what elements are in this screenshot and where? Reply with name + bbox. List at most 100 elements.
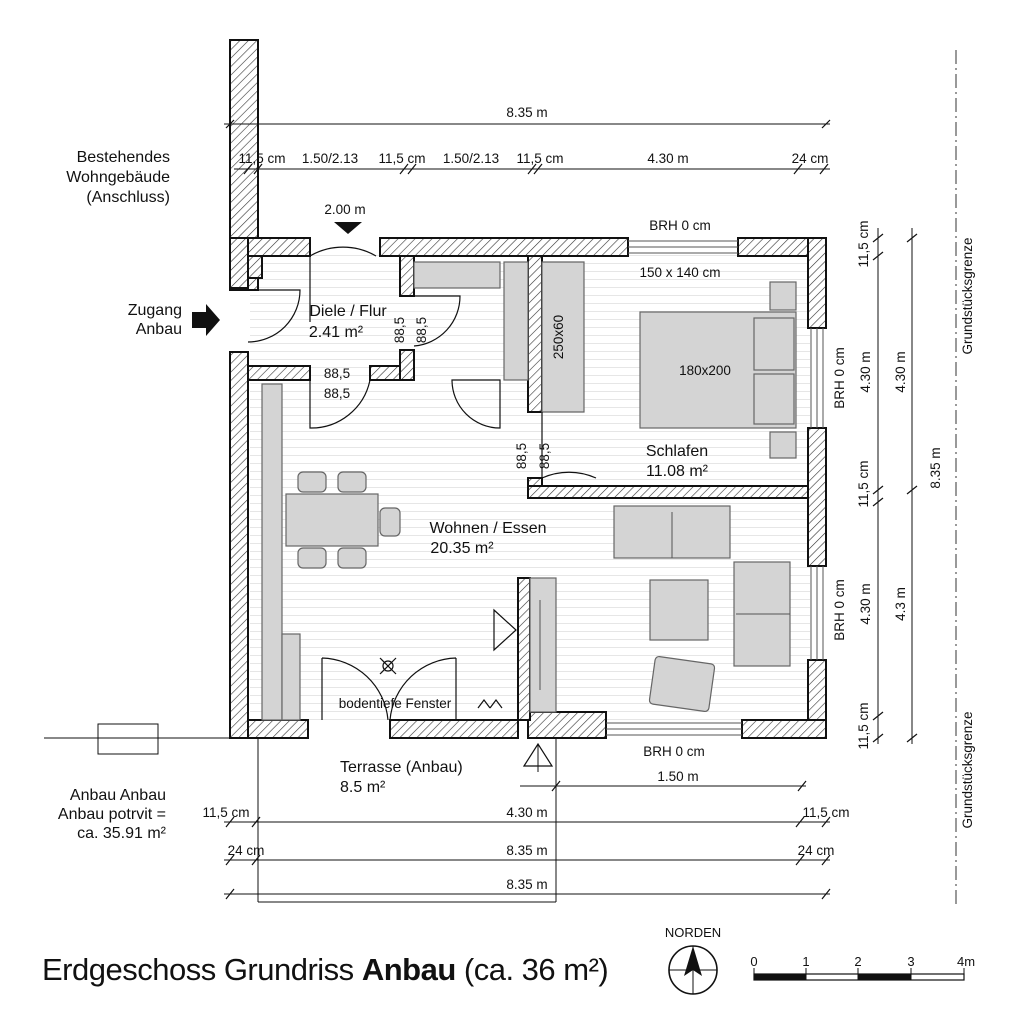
dim-bottom-2a: 24 cm (228, 843, 265, 858)
dim-bottom-2b: 8.35 m (506, 843, 547, 858)
room-diele-area: 2.41 m² (309, 324, 364, 341)
room-terrasse-name: Terrasse (Anbau) (340, 759, 463, 776)
title-part-3: (ca. 36 m²) (463, 952, 609, 987)
dim-top-total: 8.35 m (506, 105, 547, 120)
room-schlafen-name: Schlafen (646, 443, 708, 460)
door-marker-icon (334, 222, 362, 234)
title-part-1: Erdgeschoss Grundriss (42, 952, 354, 987)
hall-cabinet-2 (503, 261, 529, 381)
title-part-2: Anbau (361, 952, 456, 987)
brh-bottom: BRH 0 cm (643, 744, 705, 759)
floor-window-label: bodentiefe Fenster (339, 696, 452, 711)
dim-bottom-1b: 4.30 m (506, 805, 547, 820)
hall-cabinet (413, 261, 501, 289)
kitchen-counter-end (281, 633, 301, 721)
dim-top-seg-5: 11,5 cm (516, 151, 563, 166)
brh-top: BRH 0 cm (649, 218, 711, 233)
bed-pillow-1 (753, 317, 795, 371)
dim-right-inner-3: 11,5 cm (856, 460, 871, 507)
wardrobe-size: 250x60 (551, 315, 566, 359)
page-title: Erdgeschoss Grundriss Anbau (ca. 36 m²) (42, 952, 609, 988)
dim-right-inner-1: 11,5 cm (856, 220, 871, 267)
scale-bar: 0 1 2 3 4m (750, 954, 975, 981)
dim-right-inner-4: 4.30 m (858, 583, 873, 624)
room-terrasse-area: 8.5 m² (340, 779, 386, 796)
bed-pillow-2 (753, 373, 795, 425)
room-wohnen-name: Wohnen / Essen (429, 520, 546, 537)
door-marker-label: 2.00 m (324, 202, 365, 217)
dim-right-mid-1: 4.30 m (893, 351, 908, 392)
window-right-bedroom (810, 328, 824, 428)
existing-label-line-2: Wohngebäude (66, 169, 170, 186)
dining-table (285, 493, 379, 547)
entrance-arrow-icon (192, 304, 220, 336)
door-width-6: 88,5 (537, 443, 552, 469)
brh-right-1: BRH 0 cm (832, 347, 847, 409)
dim-right-total: 8.35 m (928, 447, 943, 488)
summary-line-3: ca. 35.91 m² (77, 825, 167, 842)
dim-top-seg-3: 11,5 cm (378, 151, 425, 166)
property-label-2: Grundstücksgrenze (960, 711, 975, 828)
dim-bottom-1c: 11,5 cm (802, 805, 849, 820)
bedside-table-top (769, 281, 797, 311)
door-width-3: 88,5 (324, 366, 350, 381)
scale-4: 4m (957, 954, 975, 969)
dim-bottom-1a: 11,5 cm (202, 805, 249, 820)
dim-top-seg-1: 11,5 cm (238, 151, 285, 166)
property-label-1: Grundstücksgrenze (960, 237, 975, 354)
boundary-left (44, 723, 230, 755)
room-wohnen-area: 20.35 m² (430, 540, 494, 557)
scale-3: 3 (907, 954, 914, 969)
dim-top-seg-6: 4.30 m (647, 151, 688, 166)
brh-right-2: BRH 0 cm (832, 579, 847, 641)
chair-1 (297, 471, 327, 493)
existing-label-line-1: Bestehendes (77, 149, 170, 166)
summary-line-1: Anbau Anbau (70, 787, 166, 804)
door-width-2: 88,5 (414, 317, 429, 343)
bed-size: 180x200 (679, 363, 731, 378)
door-width-5: 88,5 (514, 443, 529, 469)
window-size-top: 150 x 140 cm (639, 265, 720, 280)
scale-1: 1 (802, 954, 809, 969)
scale-0: 0 (750, 954, 757, 969)
doors (247, 246, 597, 721)
dim-bottom-3: 8.35 m (506, 877, 547, 892)
chair-5 (379, 507, 401, 537)
room-diele-name: Diele / Flur (309, 303, 387, 320)
ceiling-light-icon (379, 657, 397, 675)
chair-3 (297, 547, 327, 569)
dim-right-mid-2: 4.3 m (893, 587, 908, 621)
chair-4 (337, 547, 367, 569)
north-arrow-icon: NORDEN (665, 925, 721, 995)
scale-2: 2 (854, 954, 861, 969)
dim-right-inner-2: 4.30 m (858, 351, 873, 392)
room-schlafen-area: 11.08 m² (646, 463, 709, 480)
window-top (628, 240, 738, 254)
door-width-1: 88,5 (392, 317, 407, 343)
dim-bottom-2c: 24 cm (798, 843, 835, 858)
summary-line-2: Anbau potrvit = (58, 806, 166, 823)
bedside-table-bottom (769, 431, 797, 459)
windows (606, 240, 824, 736)
furniture (261, 261, 797, 721)
dim-right-inner-5: 11,5 cm (856, 702, 871, 749)
existing-building-label: Bestehendes Wohngebäude (Anschluss) (66, 149, 170, 206)
dim-top-seg-2: 1.50/2.13 (302, 151, 358, 166)
kitchen-counter (261, 383, 283, 721)
chair-2 (337, 471, 367, 493)
entrance-label-2: Anbau (136, 321, 182, 338)
dim-top-seg-7: 24 cm (792, 151, 829, 166)
dim-bottom-150: 1.50 m (657, 769, 698, 784)
interior-walls (247, 255, 809, 721)
window-bottom (606, 722, 742, 736)
media-cabinet (529, 577, 557, 713)
entrance-label-1: Zugang (128, 302, 182, 319)
coffee-table (649, 579, 709, 641)
window-right-living (810, 566, 824, 660)
north-label: NORDEN (665, 925, 721, 940)
wardrobe (541, 261, 585, 413)
door-width-4: 88,5 (324, 386, 350, 401)
dim-top-seg-4: 1.50/2.13 (443, 151, 499, 166)
existing-label-line-3: (Anschluss) (86, 189, 170, 206)
